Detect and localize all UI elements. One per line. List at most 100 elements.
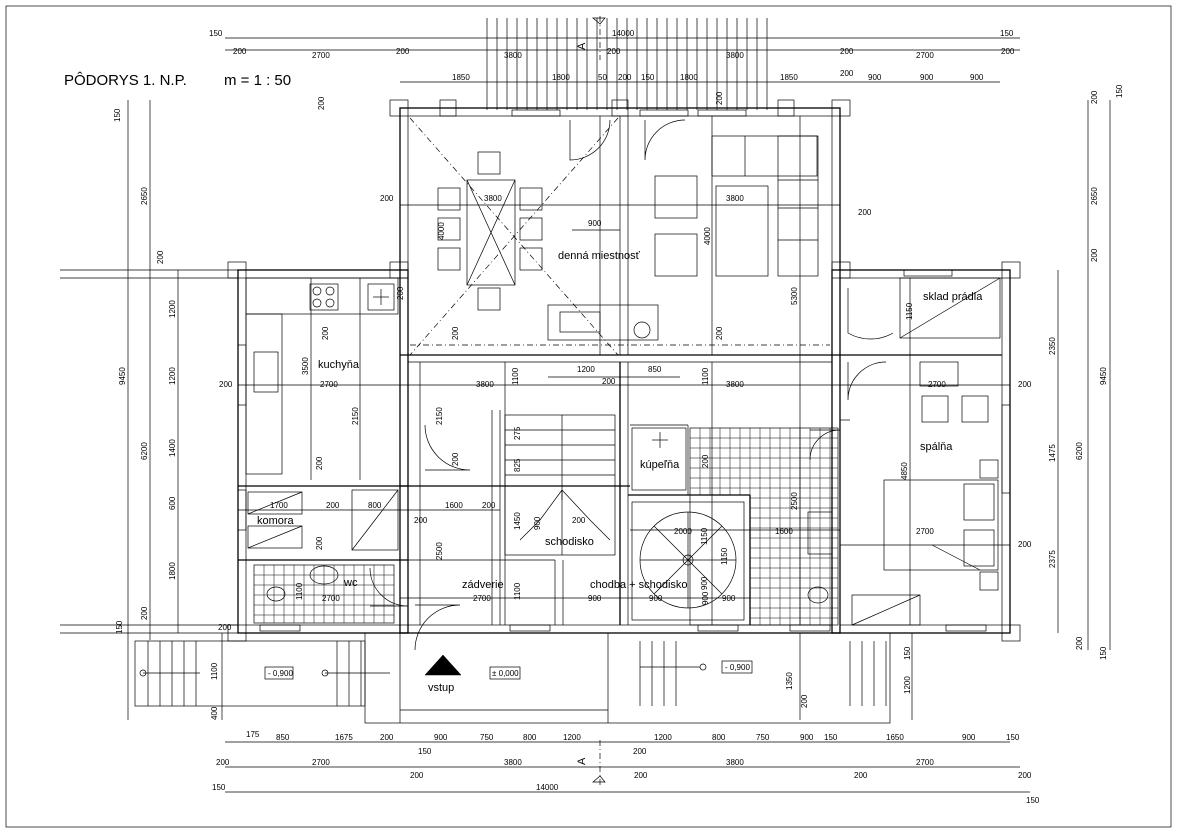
dim-i-2500b: 2500 bbox=[435, 542, 444, 560]
dim-b2-0: 200 bbox=[216, 758, 230, 767]
straight-stairs bbox=[504, 414, 616, 556]
dim-i-2500a: 2500 bbox=[790, 492, 799, 510]
bathroom-tiles bbox=[631, 427, 839, 626]
dim-i-200s: 200 bbox=[315, 536, 324, 550]
room-label-denna: denná miestnosť bbox=[558, 250, 641, 262]
dim-b2-6: 200 bbox=[854, 771, 868, 780]
dim-i-200j: 200 bbox=[482, 501, 496, 510]
dim-i-200q: 200 bbox=[715, 91, 724, 105]
dim-t2-8: 200 bbox=[1001, 47, 1015, 56]
dim-i-1600b: 1600 bbox=[775, 527, 793, 536]
dim-r-4: 9450 bbox=[1099, 367, 1108, 385]
dim-l-5: 200 bbox=[140, 606, 149, 620]
dim-i-200f: 200 bbox=[1018, 380, 1032, 389]
dim-t2-6: 200 bbox=[840, 47, 854, 56]
dim-b1-15: 150 bbox=[1006, 733, 1020, 742]
site-lines bbox=[60, 269, 238, 634]
dim-b3-150-right: 150 bbox=[1026, 796, 1040, 805]
ceiling-beams bbox=[409, 117, 830, 356]
dim-i-900g: 900 bbox=[722, 594, 736, 603]
bedroom-furniture bbox=[883, 361, 999, 591]
dim-i-4850: 4850 bbox=[900, 462, 909, 480]
dim-l-2: 200 bbox=[156, 250, 165, 264]
dim-l-1: 2650 bbox=[140, 187, 149, 205]
section-label-top: A bbox=[576, 42, 588, 50]
dim-b1-3: 200 bbox=[380, 733, 394, 742]
dim-i-1100c: 1100 bbox=[295, 582, 304, 600]
dining-set bbox=[437, 151, 543, 311]
dim-i-3800c: 3800 bbox=[476, 380, 494, 389]
dim-i-1100b: 1100 bbox=[701, 367, 710, 385]
dim-li-4: 600 bbox=[168, 496, 177, 510]
dim-i-200a: 200 bbox=[380, 194, 394, 203]
dim-b1-1: 850 bbox=[276, 733, 290, 742]
dim-i-200g: 200 bbox=[321, 326, 330, 340]
dim-i-1700: 1700 bbox=[270, 501, 288, 510]
dim-r-0: 200 bbox=[1090, 90, 1099, 104]
dim-i-200e: 200 bbox=[602, 377, 616, 386]
room-label-vstup: vstup bbox=[428, 682, 454, 694]
level-left: - 0,900 bbox=[268, 669, 293, 678]
kitchen-furniture bbox=[245, 277, 399, 475]
dim-b1-7: 1200 bbox=[563, 733, 581, 742]
dim-i-900f: 900 bbox=[701, 591, 710, 605]
dim-i-1200: 1200 bbox=[577, 365, 595, 374]
dim-b1-8: 1200 bbox=[654, 733, 672, 742]
dim-t2-1: 2700 bbox=[312, 51, 330, 60]
dim-t2-2: 200 bbox=[396, 47, 410, 56]
dim-i-200t: 200 bbox=[715, 326, 724, 340]
room-label-wc: wc bbox=[343, 577, 358, 589]
dim-i-200o: 200 bbox=[451, 326, 460, 340]
dim-top-total: 14000 bbox=[612, 29, 635, 38]
dim-i-1600a: 1600 bbox=[445, 501, 463, 510]
dim-b2-4: 200 bbox=[634, 771, 648, 780]
dim-t3-4: 150 bbox=[641, 73, 655, 82]
level-labels: - 0,900 ± 0,000 - 0,900 bbox=[268, 663, 750, 678]
section-label-bottom: A bbox=[576, 757, 588, 765]
dim-i-2700b: 2700 bbox=[928, 380, 946, 389]
dim-i-1350: 1350 bbox=[785, 672, 794, 690]
dim-i-200r: 200 bbox=[315, 456, 324, 470]
drawing-frame bbox=[5, 5, 1172, 828]
room-label-kupelna: kúpeľňa bbox=[640, 459, 680, 471]
dim-i-2700d: 2700 bbox=[322, 594, 340, 603]
dim-i-3500: 3500 bbox=[301, 357, 310, 375]
exterior-right-steps bbox=[639, 641, 887, 706]
dim-l-8: 400 bbox=[210, 706, 219, 720]
dim-i-200m: 200 bbox=[1018, 540, 1032, 549]
room-label-sklad: sklad prádla bbox=[923, 291, 983, 303]
dim-b1-12: 150 bbox=[824, 733, 838, 742]
dim-i-200u: 200 bbox=[800, 694, 809, 708]
dim-t3-3: 200 bbox=[618, 73, 632, 82]
dim-i-900b: 900 bbox=[533, 516, 542, 530]
dim-i-5300: 5300 bbox=[790, 287, 799, 305]
dim-li-6: 200 bbox=[218, 623, 232, 632]
dim-i-800: 800 bbox=[368, 501, 382, 510]
walls bbox=[227, 99, 1021, 642]
dim-i-200b: 200 bbox=[858, 208, 872, 217]
dim-b2-1: 2700 bbox=[312, 758, 330, 767]
dim-i-1150b: 1150 bbox=[700, 527, 709, 545]
dim-ri-0: 2350 bbox=[1048, 337, 1057, 355]
dim-i-825: 825 bbox=[513, 458, 522, 472]
dim-b2-7: 2700 bbox=[916, 758, 934, 767]
dim-b1-0: 175 bbox=[246, 730, 260, 739]
dim-i-200c: 200 bbox=[317, 96, 326, 110]
level-entrance: ± 0,000 bbox=[492, 669, 519, 678]
dim-ri-2: 2375 bbox=[1048, 550, 1057, 568]
dim-i-2150a: 2150 bbox=[351, 407, 360, 425]
doors bbox=[369, 119, 894, 651]
dim-b1-11: 900 bbox=[800, 733, 814, 742]
dim-i-1450: 1450 bbox=[513, 512, 522, 530]
dim-b1-2: 1675 bbox=[335, 733, 353, 742]
dim-t2-7: 2700 bbox=[916, 51, 934, 60]
dim-top-150-right: 150 bbox=[1000, 29, 1014, 38]
shelves bbox=[247, 277, 1001, 626]
dim-t3-7: 200 bbox=[840, 69, 854, 78]
level-right: - 0,900 bbox=[725, 663, 750, 672]
dim-b1-5: 750 bbox=[480, 733, 494, 742]
dim-i-3800b: 3800 bbox=[726, 194, 744, 203]
living-set bbox=[547, 135, 819, 341]
dim-top-150-left: 150 bbox=[209, 29, 223, 38]
dim-i-850: 850 bbox=[648, 365, 662, 374]
